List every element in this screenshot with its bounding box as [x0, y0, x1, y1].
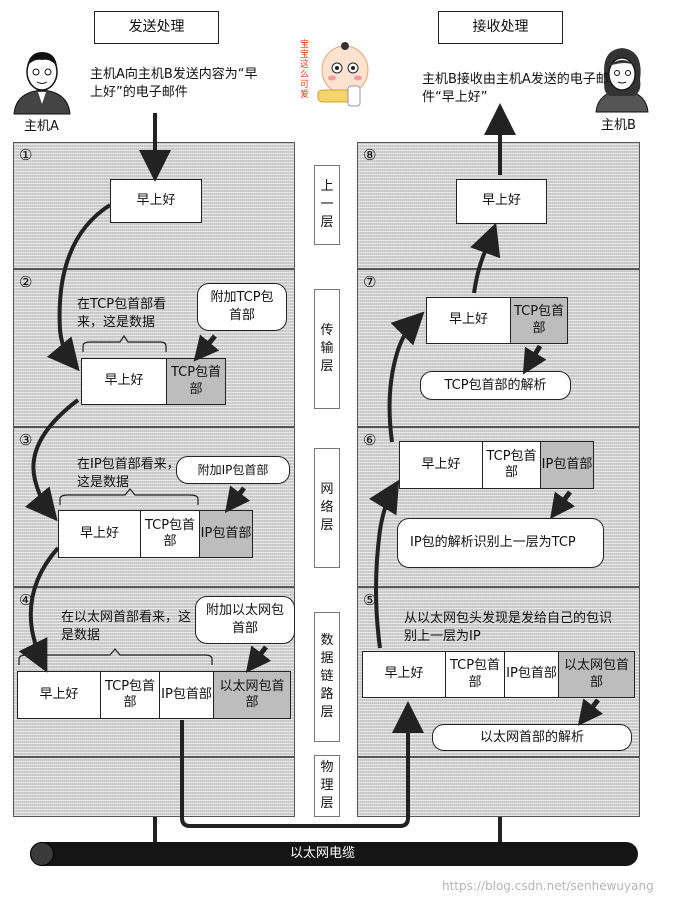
send-processing-title: 发送处理 [94, 11, 219, 44]
step-3: ③ [19, 431, 33, 449]
layer-label-network: 网络层 [314, 448, 340, 568]
send-s1-data: 早上好 [110, 179, 202, 223]
send-s2-bracket-label: 在TCP包首部看来，这是数据 [77, 297, 167, 330]
send-s4-eth-header: 以太网包首部 [213, 671, 291, 719]
host-a-description: 主机A向主机B发送内容为“早上好”的电子邮件 [90, 67, 258, 100]
send-s3-bracket-label: 在IP包首部看来，这是数据 [77, 457, 180, 490]
layer-label-physical: 物理层 [314, 755, 340, 817]
recv-s7-parse-note: TCP包首部的解析 [420, 371, 571, 400]
host-a-label: 主机A [24, 119, 59, 134]
recv-s7-tcp-header: TCP包首部 [510, 297, 568, 344]
send-s3-tcp-header: TCP包首部 [140, 510, 200, 558]
recv-s5-parse-note: 以太网首部的解析 [432, 724, 632, 751]
recv-s6-tcp-header: TCP包首部 [482, 441, 541, 489]
host-b-label: 主机B [601, 118, 636, 133]
recv-layer-physical [357, 757, 640, 817]
step-4: ④ [19, 591, 33, 609]
ethernet-cable-end [30, 842, 54, 866]
recv-s5-ip-header: IP包首部 [504, 651, 559, 698]
step-2: ② [19, 273, 33, 291]
layer-label-upper: 上一层 [314, 165, 340, 245]
send-s2-attach-note: 附加TCP包首部 [197, 283, 287, 331]
ethernet-cable [30, 842, 638, 866]
send-s3-ip-header: IP包首部 [199, 510, 253, 558]
step-8: ⑧ [363, 146, 377, 164]
step-6: ⑥ [363, 431, 377, 449]
send-s4-ip-header: IP包首部 [159, 671, 214, 719]
recv-s6-data: 早上好 [399, 441, 483, 489]
send-layer-network [13, 427, 295, 587]
ethernet-cable-label: 以太网电缆 [290, 846, 356, 861]
recv-layer-transport [357, 269, 640, 427]
send-s2-data: 早上好 [81, 358, 167, 405]
recv-s5-eth-header: 以太网包首部 [558, 651, 635, 698]
send-s3-attach-note: 附加IP包首部 [176, 456, 290, 484]
recv-s6-parse-note: IP包的解析识别上一层为TCP [397, 518, 604, 568]
layer-label-transport: 传输层 [314, 289, 340, 409]
watermark: https://blog.csdn.net/senhewuyang [442, 879, 654, 893]
host-b-description: 主机B接收由主机A发送的电子邮件“早上好” [422, 72, 609, 105]
send-s4-bracket-label: 在以太网首部看来，这是数据 [61, 610, 192, 643]
recv-s5-data: 早上好 [362, 651, 446, 698]
recv-s5-description: 从以太网包头发现是发给自己的包识别上一层为IP [404, 611, 613, 644]
baby-sticker-text: 宝宝这么可爱 [300, 40, 310, 100]
send-s2-tcp-header: TCP包首部 [166, 358, 226, 405]
layer-label-datalink: 数据链路层 [314, 612, 340, 742]
step-1: ① [19, 146, 33, 164]
recv-s7-data: 早上好 [426, 297, 511, 344]
send-s3-data: 早上好 [58, 510, 141, 558]
send-layer-physical [13, 757, 295, 817]
send-s4-data: 早上好 [17, 671, 101, 719]
recv-s5-tcp-header: TCP包首部 [445, 651, 505, 698]
send-s4-tcp-header: TCP包首部 [100, 671, 160, 719]
recv-s6-ip-header: IP包首部 [540, 441, 594, 489]
receive-processing-title: 接收处理 [438, 11, 563, 44]
recv-s8-data: 早上好 [456, 179, 547, 224]
step-5: ⑤ [363, 591, 377, 609]
step-7: ⑦ [363, 273, 377, 291]
send-s4-attach-note: 附加以太网包首部 [195, 596, 295, 644]
